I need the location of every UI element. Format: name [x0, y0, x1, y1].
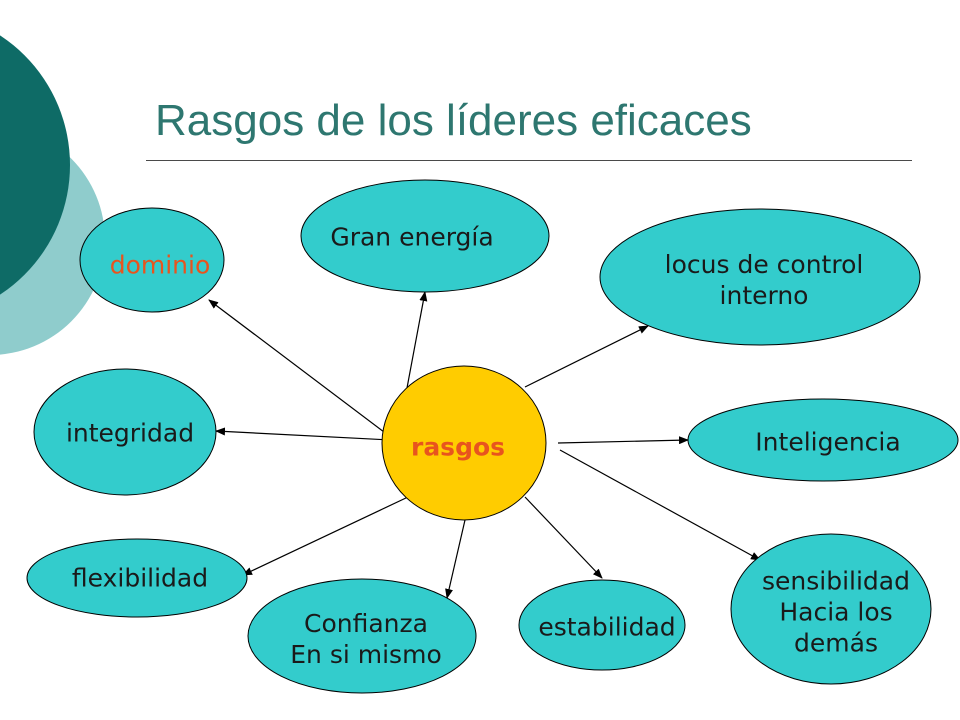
label-locus-line1: locus de control [664, 250, 864, 279]
title-rule [146, 160, 912, 161]
arrow-to-flexibilidad [242, 496, 409, 576]
trait-nodes [26, 179, 959, 694]
label-inteligencia: Inteligencia [755, 427, 901, 457]
label-rasgos: rasgos [410, 432, 506, 462]
center-node-rasgos [381, 365, 547, 521]
node-dominio [79, 207, 225, 313]
connector-arrows [208, 291, 761, 599]
node-inteligencia [687, 398, 959, 482]
arrow-to-sensibilidad [559, 449, 761, 561]
label-dominio: dominio [109, 250, 211, 280]
label-gran-energia: Gran energía [330, 222, 494, 252]
label-integridad: integridad [65, 418, 195, 448]
label-confianza-line2: En si mismo [290, 640, 442, 669]
node-flexibilidad [26, 538, 248, 618]
arrow-to-locus [524, 325, 649, 388]
arrow-to-confianza [445, 519, 466, 599]
label-confianza: Confianza En si mismo [290, 608, 441, 670]
label-flexibilidad: flexibilidad [71, 563, 209, 593]
label-sensibilidad-line2: Hacia los [779, 597, 893, 627]
label-estabilidad: estabilidad [538, 612, 676, 642]
label-locus: locus de control interno [665, 249, 864, 311]
node-confianza [247, 578, 477, 694]
node-locus [599, 208, 921, 346]
arrow-to-integridad [215, 427, 391, 441]
decor-dark-circle [0, 35, 70, 295]
label-locus-line2: interno [719, 281, 809, 310]
arrow-to-inteligencia [557, 436, 689, 445]
node-integridad [33, 368, 217, 496]
arrow-to-gran-energia [406, 291, 428, 389]
slide-title: Rasgos de los líderes eficaces [155, 96, 752, 145]
node-estabilidad [518, 579, 686, 671]
label-confianza-line1: Confianza [304, 609, 428, 638]
label-sensibilidad: sensibilidad Hacia los demás [762, 566, 910, 659]
node-gran-energia [300, 179, 550, 293]
arrow-to-estabilidad [524, 496, 603, 579]
node-sensibilidad [730, 533, 932, 685]
label-sensibilidad-line1: sensibilidad [762, 566, 910, 596]
label-sensibilidad-line3: demás [794, 628, 878, 658]
arrow-to-dominio [208, 299, 393, 439]
